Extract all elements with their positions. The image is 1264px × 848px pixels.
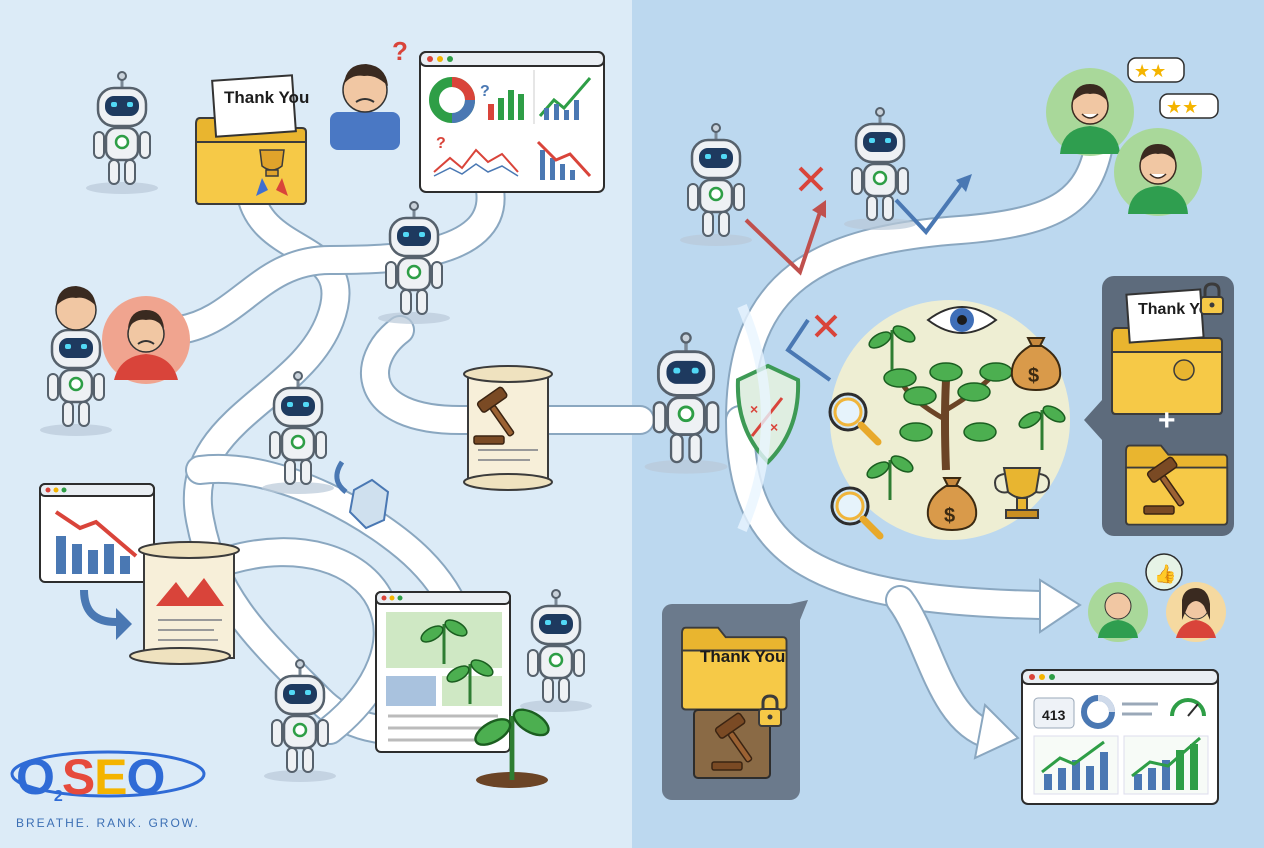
svg-text:$: $ — [944, 505, 955, 527]
arrow-to-happy-users — [1039, 578, 1082, 634]
bounce-arrow-red — [744, 205, 824, 276]
question-mark-icon: ? — [392, 36, 408, 66]
svg-text:$: $ — [1028, 365, 1039, 387]
red-x-icon — [798, 166, 824, 192]
robot-icon — [84, 70, 160, 196]
confusing-analytics-window: ? ? — [419, 51, 605, 193]
folder-icon — [1125, 444, 1229, 526]
money-tree-icon — [883, 362, 1013, 471]
robot-icon — [38, 312, 114, 438]
thank-you-label-3: Thank You — [700, 647, 785, 666]
logo-wordmark: O2SEO — [16, 749, 165, 805]
robot-icon — [376, 200, 452, 326]
o2seo-logo[interactable]: O2SEO BREATHE. RANK. GROW. — [8, 740, 218, 840]
star-rating-bubble: ★★ ★★ — [1127, 57, 1219, 119]
worried-face — [55, 286, 97, 331]
satisfied-users-group: 👍 — [1088, 553, 1226, 642]
content-page-window — [375, 591, 511, 753]
svg-text:×: × — [750, 401, 758, 417]
robot-icon — [642, 331, 730, 476]
broken-rock-icon — [348, 478, 390, 530]
robot-icon — [518, 588, 594, 714]
thank-you-card-1-line1: Thank You — [224, 88, 309, 107]
svg-text:★★: ★★ — [1166, 97, 1198, 118]
plus-icon: + — [1158, 404, 1176, 437]
confused-person-avatar — [330, 64, 400, 150]
gauge-icon — [1170, 698, 1206, 717]
red-x-icon — [814, 314, 838, 338]
logo-ring — [10, 750, 206, 798]
thumbs-up-icon: 👍 — [1154, 563, 1176, 585]
happy-user-avatar — [1045, 67, 1135, 157]
svg-text:?: ? — [480, 83, 490, 100]
logo-tagline: BREATHE. RANK. GROW. — [16, 816, 200, 830]
down-arrow-icon — [80, 589, 117, 626]
scroll-icon — [129, 541, 240, 665]
bounce-arrow-blue — [894, 176, 968, 236]
svg-text:★★: ★★ — [1134, 61, 1166, 82]
thank-you-card-2-line1: Thank You — [1138, 301, 1218, 318]
eye-icon — [926, 306, 998, 334]
ranking-value: 413 — [1042, 707, 1066, 723]
trophy-icon — [994, 467, 1050, 519]
performance-dashboard-window: 413 — [1021, 669, 1219, 805]
declining-traffic-window — [39, 483, 155, 583]
arrow-to-dashboard — [973, 702, 1020, 760]
svg-text:×: × — [770, 419, 778, 435]
robot-icon — [262, 658, 338, 784]
frustrated-user-avatar — [102, 296, 190, 384]
robot-icon — [678, 122, 754, 248]
svg-text:?: ? — [436, 135, 446, 152]
trophy-icon — [256, 149, 288, 196]
right-paths — [725, 125, 1115, 750]
happy-user-avatar — [1113, 127, 1203, 217]
